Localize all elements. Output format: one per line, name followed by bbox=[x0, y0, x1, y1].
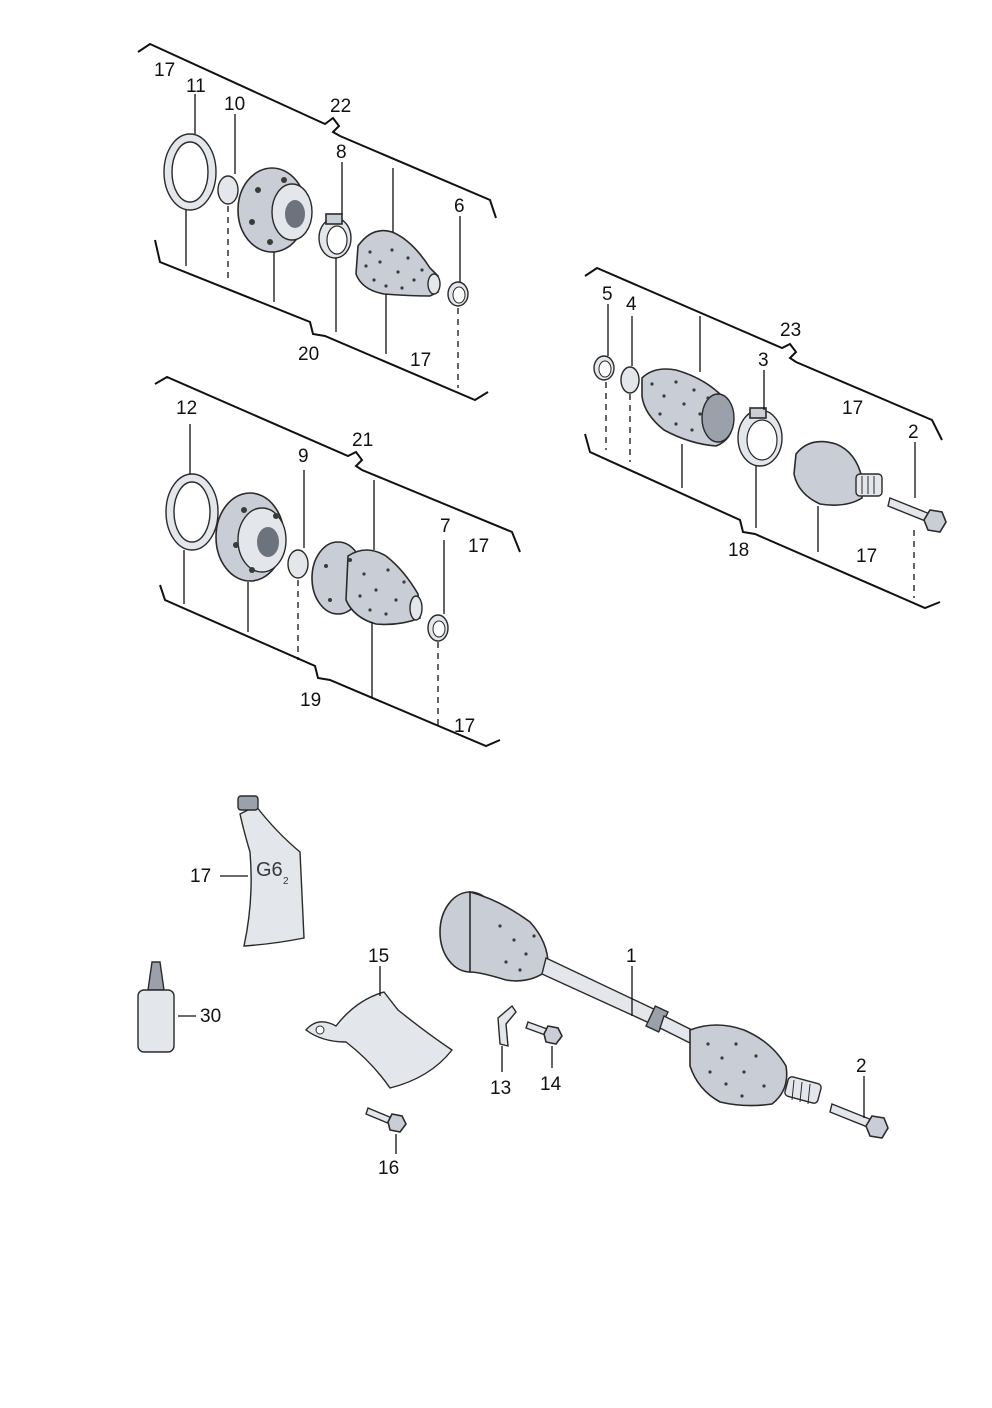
bolt-2-right bbox=[887, 497, 947, 533]
label-2: 2 bbox=[908, 422, 919, 443]
bolt-2-bottom bbox=[829, 1103, 889, 1139]
label-2: 2 bbox=[856, 1056, 867, 1077]
tube-marking-sub: 2 bbox=[283, 876, 289, 887]
hose-clamp-6 bbox=[447, 281, 469, 307]
label-17: 17 bbox=[154, 60, 175, 81]
cv-boot-right bbox=[641, 368, 735, 447]
cv-boot-upper bbox=[355, 229, 441, 297]
label-17: 17 bbox=[856, 546, 877, 567]
label-17: 17 bbox=[454, 716, 475, 737]
tube-marking: G6 bbox=[256, 859, 283, 881]
seal-ring-12 bbox=[165, 473, 219, 551]
label-30: 30 bbox=[200, 1006, 221, 1027]
label-9: 9 bbox=[298, 446, 309, 467]
hose-clamp-3 bbox=[737, 407, 783, 467]
label-4: 4 bbox=[626, 294, 637, 315]
label-11: 11 bbox=[186, 76, 206, 97]
hose-clamp-5 bbox=[593, 355, 615, 381]
label-8: 8 bbox=[336, 142, 347, 163]
bolt-16 bbox=[365, 1107, 407, 1133]
o-ring-4 bbox=[620, 366, 640, 394]
frame-top-21 bbox=[154, 375, 521, 553]
hose-clamp-7 bbox=[427, 614, 449, 642]
o-ring-9 bbox=[287, 549, 309, 579]
drive-shaft-assembly bbox=[439, 890, 822, 1107]
frame-bottom-18 bbox=[584, 433, 941, 610]
label-20: 20 bbox=[298, 344, 319, 365]
label-15: 15 bbox=[368, 946, 389, 967]
label-23: 23 bbox=[780, 320, 801, 341]
group-22-20: 17 11 10 22 8 6 20 17 bbox=[137, 42, 497, 402]
frame-top-23 bbox=[584, 266, 943, 441]
frame-top-22 bbox=[137, 42, 497, 219]
bolt-14 bbox=[525, 1021, 563, 1045]
label-22: 22 bbox=[330, 96, 351, 117]
label-17: 17 bbox=[468, 536, 489, 557]
label-16: 16 bbox=[378, 1158, 399, 1179]
label-6: 6 bbox=[454, 196, 465, 217]
label-18: 18 bbox=[728, 540, 749, 561]
label-17: 17 bbox=[410, 350, 431, 371]
label-14: 14 bbox=[540, 1074, 562, 1095]
label-17: 17 bbox=[842, 398, 863, 419]
label-10: 10 bbox=[224, 94, 245, 115]
cv-boot-middle bbox=[311, 541, 423, 626]
cv-joint-outer bbox=[793, 440, 883, 506]
group-driveshaft: G6 2 17 30 15 16 13 bbox=[137, 795, 889, 1179]
flange-splined bbox=[215, 492, 287, 582]
label-19: 19 bbox=[300, 690, 321, 711]
sealant-bottle bbox=[137, 961, 175, 1053]
label-17: 17 bbox=[190, 866, 211, 887]
grease-tube: G6 2 bbox=[237, 795, 305, 947]
label-21: 21 bbox=[352, 430, 373, 451]
label-5: 5 bbox=[602, 284, 613, 305]
frame-bottom-20 bbox=[154, 239, 489, 402]
label-7: 7 bbox=[440, 516, 451, 537]
seal-ring-11 bbox=[163, 133, 217, 211]
group-21-19: 12 9 21 7 17 19 17 bbox=[154, 375, 521, 748]
lock-plate bbox=[497, 1004, 517, 1047]
heat-shield bbox=[304, 991, 454, 1089]
label-12: 12 bbox=[176, 398, 197, 419]
group-23-18: 5 4 23 3 17 2 18 17 bbox=[584, 266, 947, 610]
label-13: 13 bbox=[490, 1078, 511, 1099]
o-ring-10 bbox=[217, 175, 239, 205]
label-1: 1 bbox=[626, 946, 637, 967]
hose-clamp-8 bbox=[318, 213, 352, 259]
flange-hub bbox=[237, 167, 313, 253]
label-3: 3 bbox=[758, 350, 769, 371]
frame-bottom-19 bbox=[159, 584, 501, 748]
